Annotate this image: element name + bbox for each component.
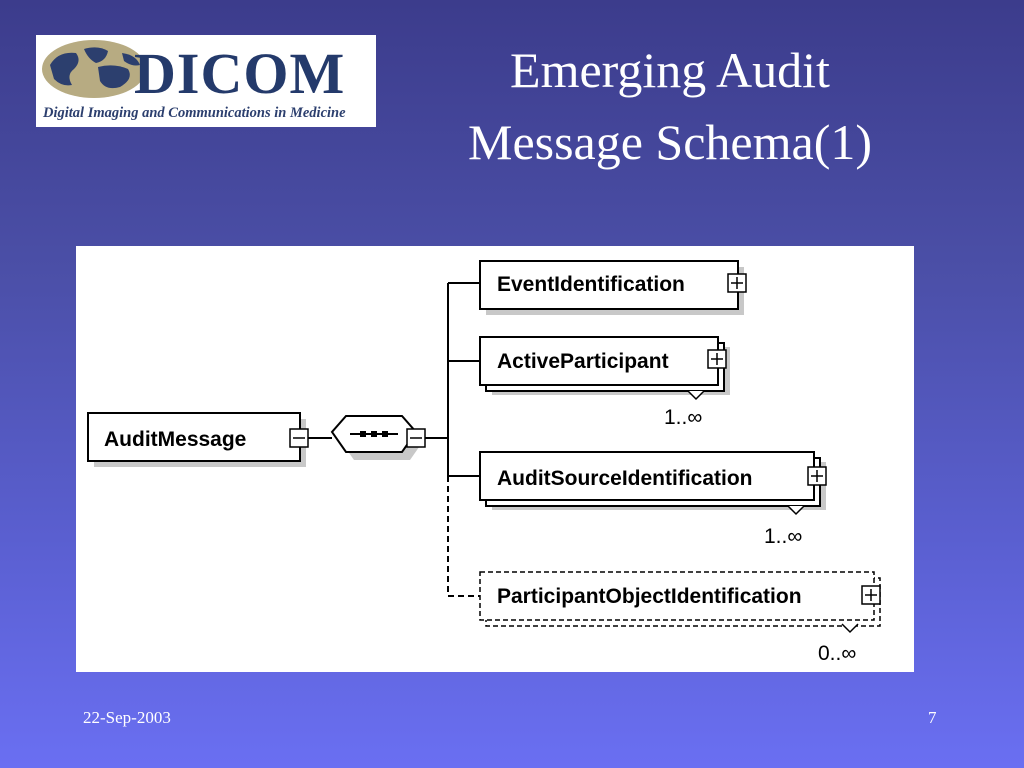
node-label-participant-object-identification: ParticipantObjectIdentification (497, 585, 802, 608)
logo-wordmark: DICOM (134, 41, 345, 106)
dicom-logo: DICOM Digital Imaging and Communications… (36, 35, 376, 127)
expand-icon[interactable] (807, 466, 827, 486)
schema-diagram: AuditMessage EventIdentification ActiveP… (76, 246, 914, 672)
node-audit-message[interactable]: AuditMessage (87, 412, 309, 467)
node-event-identification[interactable]: EventIdentification (479, 260, 747, 315)
connector-lines (300, 282, 480, 597)
cardinality-label: 1..∞ (764, 525, 802, 548)
sequence-connector[interactable] (330, 415, 426, 460)
globe-icon (42, 40, 146, 98)
node-label-audit-message: AuditMessage (104, 428, 246, 451)
node-label-audit-source-identification: AuditSourceIdentification (497, 467, 753, 490)
footer-date: 22-Sep-2003 (83, 708, 171, 727)
collapse-icon[interactable] (289, 428, 309, 448)
slide-title: Emerging Audit Message Schema(1) (396, 34, 944, 178)
logo-tagline: Digital Imaging and Communications in Me… (42, 105, 346, 121)
node-active-participant[interactable]: ActiveParticipant 1..∞ (479, 336, 730, 429)
title-line-1: Emerging Audit (510, 42, 830, 98)
title-line-2: Message Schema(1) (467, 114, 873, 170)
node-label-active-participant: ActiveParticipant (497, 350, 669, 373)
collapse-icon[interactable] (406, 428, 426, 448)
expand-icon[interactable] (707, 349, 727, 369)
expand-icon[interactable] (727, 273, 747, 293)
cardinality-label: 1..∞ (664, 406, 702, 429)
page-number: 7 (928, 708, 937, 727)
expand-icon[interactable] (861, 585, 881, 605)
node-participant-object-identification[interactable]: ParticipantObjectIdentification 0..∞ (479, 571, 881, 665)
cardinality-label: 0..∞ (818, 642, 856, 665)
node-label-event-identification: EventIdentification (497, 273, 685, 296)
node-audit-source-identification[interactable]: AuditSourceIdentification 1..∞ (479, 451, 827, 548)
